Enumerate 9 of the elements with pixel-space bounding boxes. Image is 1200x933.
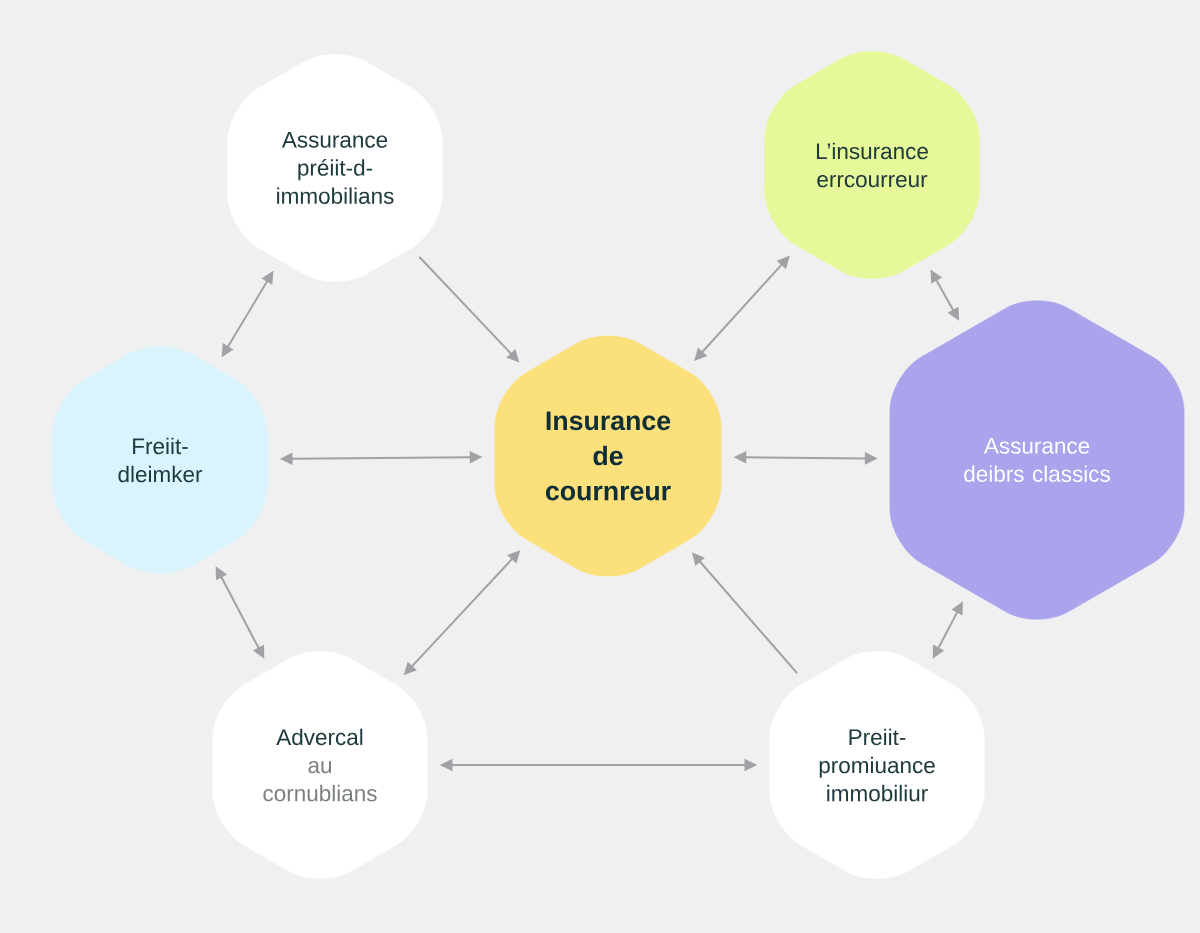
node-label: Assurance deibrs classics	[964, 438, 1110, 482]
node-label: L’insurance errcourreur	[816, 142, 928, 188]
node-label: Advercal	[276, 728, 363, 746]
node-label: Preiit- promiuance immobiliur	[819, 728, 935, 802]
node-label: Freiit- dleimker	[118, 437, 203, 483]
hexagon-node	[889, 300, 1185, 620]
node-label: au cornublians	[263, 760, 377, 802]
node-label: Assurance préiit-d- immobilians	[277, 132, 394, 204]
node-label: Insurance de cournreur	[545, 411, 671, 501]
